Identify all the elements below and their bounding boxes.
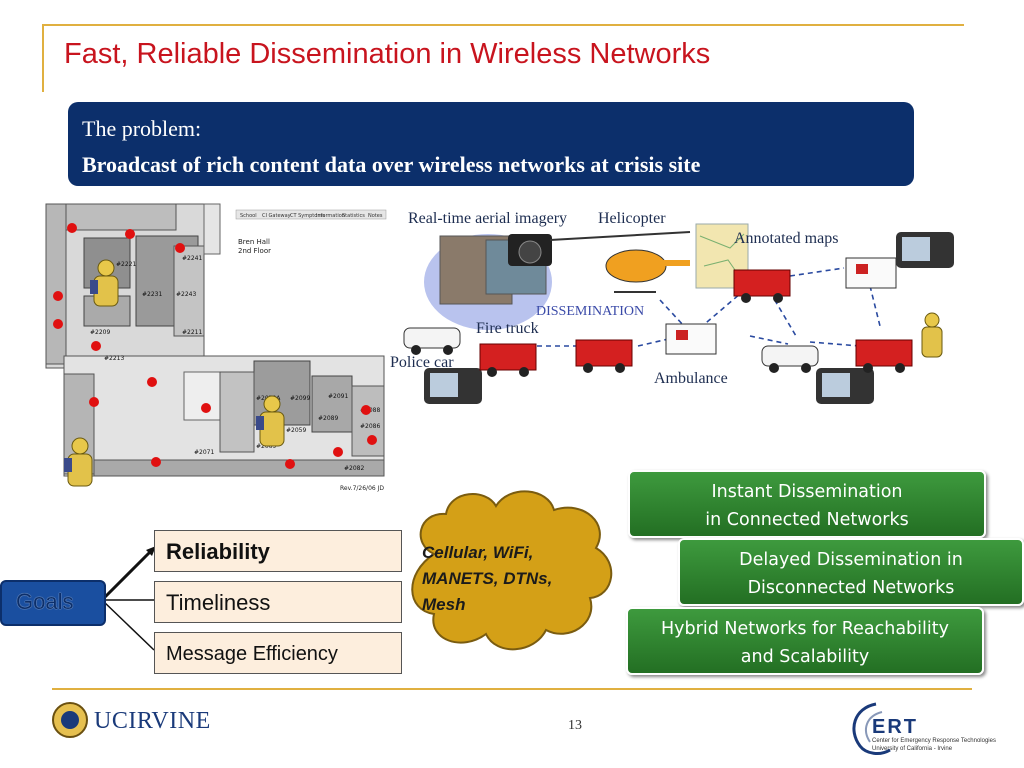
dissemination-label: DISSEMINATION — [536, 304, 645, 319]
ert-subtitle-university: University of California - Irvine — [872, 746, 953, 752]
room-label: #2213 — [104, 355, 124, 362]
dissemination-scene: Real-time aerial imagery Helicopter Anno… — [390, 196, 960, 416]
goal-message-efficiency: Message Efficiency — [154, 632, 402, 674]
floorplan-map: School CI Gateway CT Symptoms Informatio… — [44, 196, 388, 494]
problem-statement: Broadcast of rich content data over wire… — [82, 152, 701, 177]
ert-logo-text: ERT — [872, 716, 918, 738]
room-label: #2071 — [194, 449, 214, 456]
networks-cloud-text: Cellular, WiFi, MANETS, DTNs, Mesh — [422, 540, 612, 618]
box-line: and Scalability — [740, 647, 870, 667]
police-car-icon — [761, 345, 819, 373]
fire-truck-icon — [733, 269, 791, 303]
problem-heading: The problem: — [82, 116, 202, 141]
goals-arrows — [100, 546, 156, 651]
helicopter-label: Helicopter — [598, 210, 666, 227]
networks-line: MANETS, DTNs, — [422, 569, 553, 588]
police-car-icon — [403, 327, 461, 355]
box-line: Hybrid Networks for Reachability — [661, 619, 949, 639]
firefighter-icon — [256, 395, 285, 447]
floorplan-tab: CT Symptoms — [290, 213, 325, 219]
goal-label: Timeliness — [166, 590, 271, 615]
building-label: Bren Hall — [238, 238, 270, 246]
header-divider — [42, 24, 964, 26]
camera-icon — [508, 234, 552, 266]
networks-line: Cellular, WiFi, — [422, 543, 534, 562]
goals-badge: Goals — [0, 580, 106, 626]
goals-label: Goals — [16, 589, 74, 614]
footer-divider — [52, 688, 972, 690]
floorplan-tab: Notes — [368, 213, 383, 219]
hybrid-networks-box: Hybrid Networks for Reachability and Sca… — [626, 607, 984, 675]
ert-subtitle: Center for Emergency Response Technologi… — [872, 738, 996, 744]
ambulance-icon — [665, 323, 717, 355]
goal-timeliness: Timeliness — [154, 581, 402, 623]
room-label: #2099 — [290, 395, 310, 402]
goal-label: Message Efficiency — [166, 643, 338, 665]
room-label: #2243 — [176, 291, 196, 298]
fire-truck-label: Fire truck — [476, 320, 539, 337]
room-label: #2082 — [344, 465, 364, 472]
box-line: Delayed Dissemination in — [739, 550, 963, 570]
delayed-dissemination-box: Delayed Dissemination in Disconnected Ne… — [678, 538, 1024, 606]
helicopter-icon — [549, 231, 691, 293]
annotated-maps-label: Annotated maps — [734, 230, 839, 247]
floorplan-tab: Statistics — [342, 213, 365, 219]
floorplan-tab: Information — [316, 213, 345, 219]
firefighter-icon — [921, 312, 943, 358]
instant-dissemination-box: Instant Dissemination in Connected Netwo… — [628, 470, 986, 538]
box-line: Disconnected Networks — [747, 578, 955, 598]
box-line: in Connected Networks — [705, 510, 909, 530]
room-label: #2221 — [116, 261, 136, 268]
fire-truck-icon — [479, 343, 537, 377]
building-label-floor: 2nd Floor — [238, 247, 271, 255]
uci-seal-icon — [52, 702, 88, 738]
scene-graphics — [403, 223, 954, 404]
floorplan-tab: School — [240, 213, 257, 219]
floorplan-tab: CI Gateway — [262, 213, 291, 219]
tablet-icon — [424, 368, 482, 404]
police-car-label: Police car — [390, 354, 454, 371]
room-label: #2091 — [328, 393, 348, 400]
room-label: #2241 — [182, 255, 202, 262]
firefighter-icon — [90, 259, 119, 307]
firefighter-icon — [64, 437, 93, 487]
fire-truck-icon — [575, 339, 633, 373]
room-label: #2059 — [286, 427, 306, 434]
floorplan-revision: Rev.7/26/06 JD — [340, 485, 384, 492]
title-accent-bar — [42, 26, 44, 92]
ert-logo-icon — [852, 702, 891, 755]
room-label: #2209 — [90, 329, 110, 336]
goal-reliability: Reliability — [154, 530, 402, 572]
room-label: #2211 — [182, 329, 202, 336]
fire-truck-icon — [855, 339, 913, 373]
networks-line: Mesh — [422, 595, 466, 614]
networks-cloud — [411, 490, 613, 651]
ambulance-icon — [845, 257, 897, 289]
tablet-icon — [816, 368, 874, 404]
room-label: #2086 — [360, 423, 380, 430]
tablet-icon — [896, 232, 954, 268]
goal-label: Reliability — [166, 539, 270, 564]
slide-title: Fast, Reliable Dissemination in Wireless… — [64, 38, 711, 70]
aerial-imagery-label: Real-time aerial imagery — [408, 210, 568, 227]
ambulance-label: Ambulance — [654, 370, 728, 387]
box-line: Instant Dissemination — [711, 482, 903, 502]
room-label: #2231 — [142, 291, 162, 298]
problem-box: The problem: Broadcast of rich content d… — [68, 102, 914, 186]
uci-logo-text: UCIRVINE — [94, 708, 211, 734]
page-number: 13 — [568, 718, 582, 733]
room-label: #2089 — [318, 415, 338, 422]
